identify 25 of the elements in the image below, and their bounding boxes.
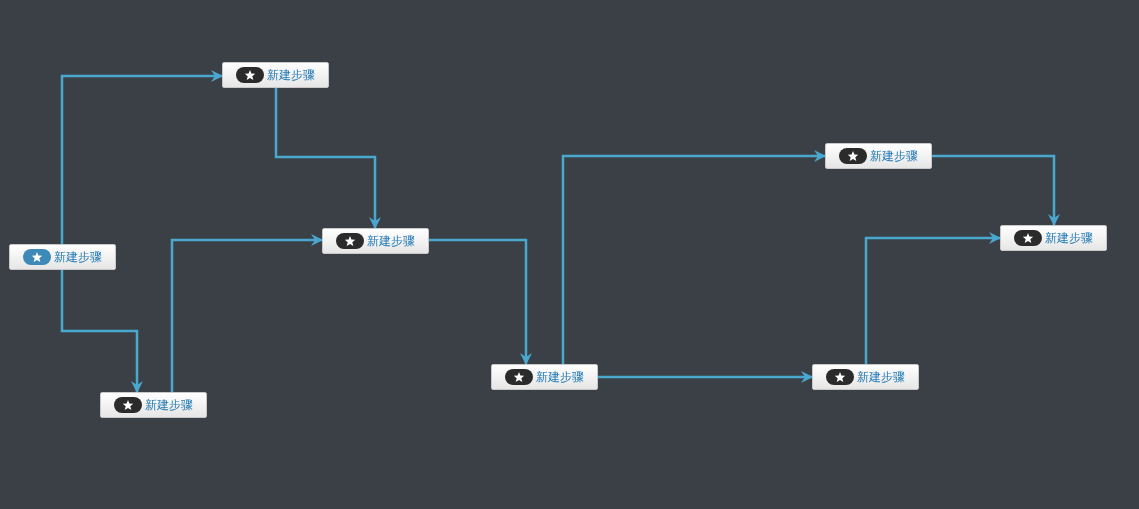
step-label: 新建步骤 — [870, 147, 918, 165]
step-box — [491, 364, 598, 390]
step-box — [9, 244, 116, 270]
step-box — [322, 228, 429, 254]
arrow — [60, 70, 223, 244]
step-label: 新建步骤 — [1045, 229, 1093, 247]
step-box — [100, 392, 207, 418]
step-box — [825, 143, 932, 169]
arrow — [561, 150, 826, 364]
step-label: 新建步骤 — [857, 368, 905, 386]
arrow — [170, 234, 323, 392]
step-box — [1000, 225, 1107, 251]
step-label: 新建步骤 — [267, 66, 315, 84]
arrow — [60, 270, 143, 393]
step-box — [222, 62, 329, 88]
arrow — [598, 371, 813, 383]
step-label: 新建步骤 — [367, 232, 415, 250]
arrow — [274, 88, 381, 229]
step-box — [812, 364, 919, 390]
step-label: 新建步骤 — [145, 396, 193, 414]
arrow — [864, 232, 1001, 364]
step-label: 新建步骤 — [536, 368, 584, 386]
arrow — [429, 238, 532, 365]
step-label: 新建步骤 — [54, 248, 102, 266]
arrow — [932, 154, 1060, 226]
